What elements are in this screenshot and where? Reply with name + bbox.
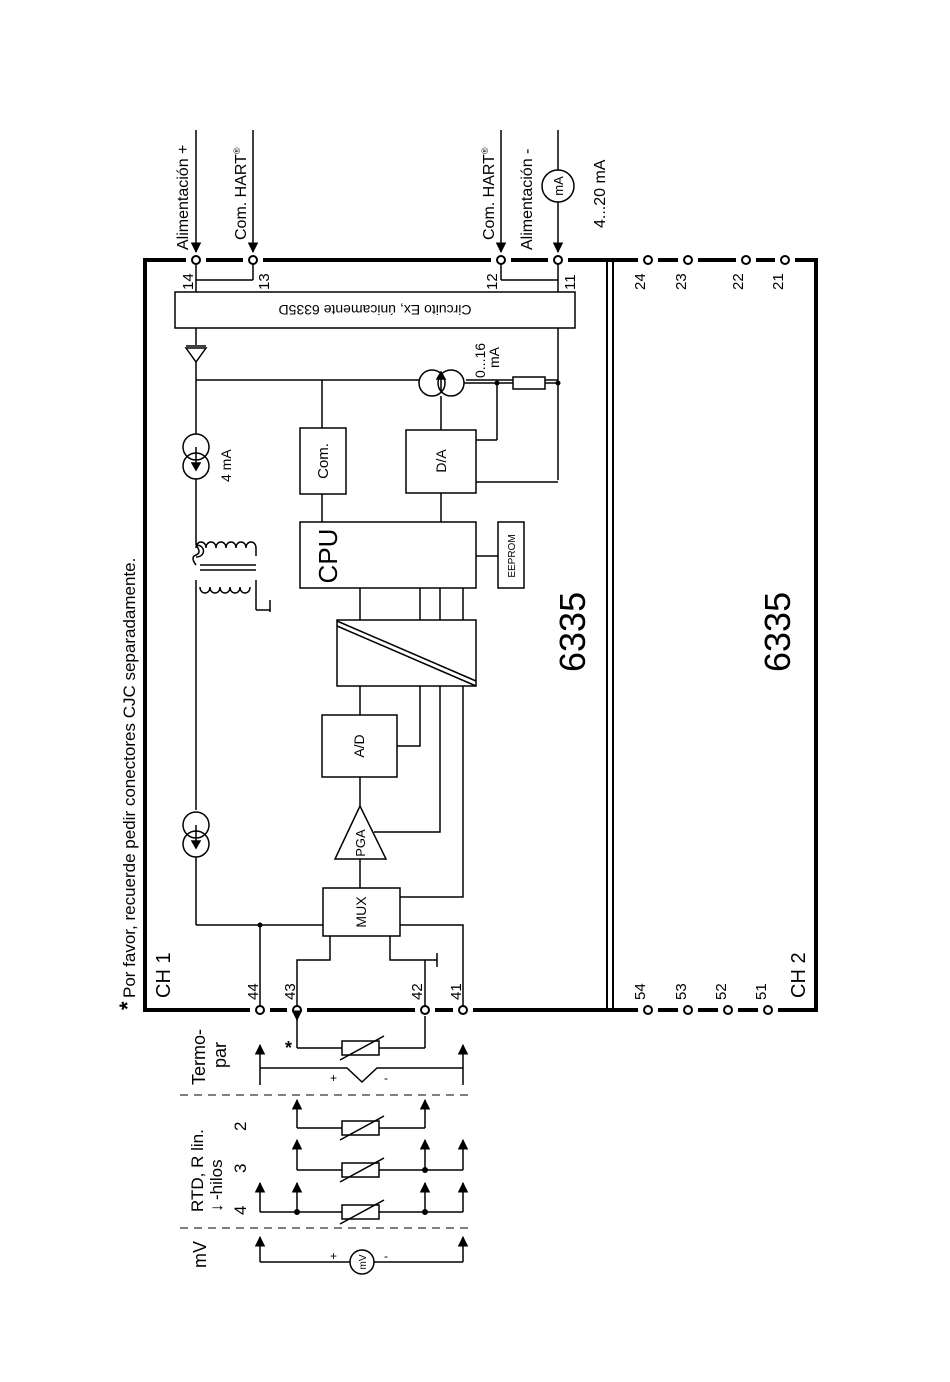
ma-meter-label: mA	[551, 176, 566, 196]
rtd-wire-arrow: ↓	[207, 1204, 226, 1213]
pga-label: PGA	[353, 829, 368, 857]
ma-meter-icon	[541, 169, 575, 203]
transformer-icon	[192, 541, 271, 810]
rtd-label-b: -hilos	[207, 1159, 226, 1200]
current-source-16ma-icon	[418, 369, 465, 397]
model-label-ch1: 6335	[552, 592, 593, 672]
eeprom-label: EEPROM	[507, 534, 518, 577]
da-label: D/A	[433, 449, 449, 473]
mv-label: mV	[190, 1241, 210, 1268]
ad-label: A/D	[351, 734, 367, 757]
rtd-label-a: RTD, R lin.	[188, 1129, 207, 1212]
terminal-42: 42	[409, 983, 426, 1000]
terminal-23: 23	[673, 273, 690, 290]
terminal-22: 22	[730, 273, 747, 290]
terminal-14: 14	[180, 273, 197, 290]
terminal-53: 53	[673, 983, 690, 1000]
terminal-12: 12	[484, 273, 501, 290]
cpu-block	[299, 521, 477, 589]
mux-label: MUX	[353, 896, 369, 928]
ex-circuit-box	[174, 291, 576, 329]
isolation-block	[336, 619, 477, 687]
terminal-54: 54	[632, 983, 649, 1000]
da-block	[405, 429, 477, 494]
current-source-4ma-icon	[182, 433, 210, 480]
thermo-minus: -	[384, 1071, 388, 1085]
mv-plus: +	[330, 1249, 337, 1263]
rtd-wires-3: 3	[231, 1164, 250, 1173]
rtd-wires-2: 2	[231, 1122, 250, 1131]
thermocouple-wiring	[254, 1016, 469, 1085]
model-label-ch2: 6335	[757, 592, 798, 672]
channel-divider	[606, 260, 614, 1010]
terminal-44: 44	[245, 983, 262, 1000]
terminal-13: 13	[256, 273, 273, 290]
range-label: 4...20 mA	[592, 159, 609, 228]
com-label: Com.	[315, 443, 332, 479]
mv-source-label: mV	[358, 1254, 369, 1269]
input-separators	[180, 1094, 470, 1229]
hart-label-1: Com. HART®	[232, 147, 250, 240]
channel-1-label: CH 1	[153, 952, 175, 998]
terminal-11: 11	[562, 274, 579, 290]
rtd-wires-4: 4	[231, 1206, 250, 1215]
ex-circuit-label: Circuito Ex, únicamente 6335D	[279, 302, 472, 318]
terminal-43: 43	[282, 983, 299, 1000]
thermo-star: *	[285, 1038, 292, 1058]
terminal-circles	[191, 255, 790, 1015]
terminal-21: 21	[770, 273, 787, 290]
terminal-24: 24	[632, 273, 649, 290]
terminal-52: 52	[713, 983, 730, 1000]
source-range-a: 0...16	[472, 343, 488, 378]
com-block	[299, 427, 347, 495]
source-4ma-label: 4 mA	[218, 449, 234, 482]
mv-minus: -	[384, 1249, 388, 1263]
mv-wiring	[254, 1235, 469, 1263]
cpu-label: CPU	[313, 529, 343, 584]
thermo-label-b: par	[210, 1042, 230, 1068]
supply-plus-label: Alimentación +	[175, 145, 192, 250]
mv-source-icon	[349, 1249, 375, 1275]
hart-label-2: Com. HART®	[480, 147, 498, 240]
eeprom-block	[497, 521, 525, 589]
ad-block	[321, 714, 398, 778]
terminal-41: 41	[448, 983, 465, 1000]
diode-icon	[184, 328, 208, 380]
note-asterisk: *	[115, 1001, 140, 1010]
excitation-source-icon	[182, 811, 210, 858]
mux-block	[322, 887, 401, 937]
rtd-wiring	[254, 1098, 469, 1225]
source-range-b: mA	[486, 346, 502, 368]
cjc-note: Por favor, recuerde pedir conectores CJC…	[120, 558, 139, 998]
thermo-label-a: Termo-	[189, 1029, 209, 1085]
supply-minus-label: Alimentación -	[519, 149, 536, 250]
terminal-51: 51	[753, 983, 770, 1000]
channel-2-label: CH 2	[788, 952, 810, 998]
thermo-plus: +	[330, 1071, 337, 1085]
